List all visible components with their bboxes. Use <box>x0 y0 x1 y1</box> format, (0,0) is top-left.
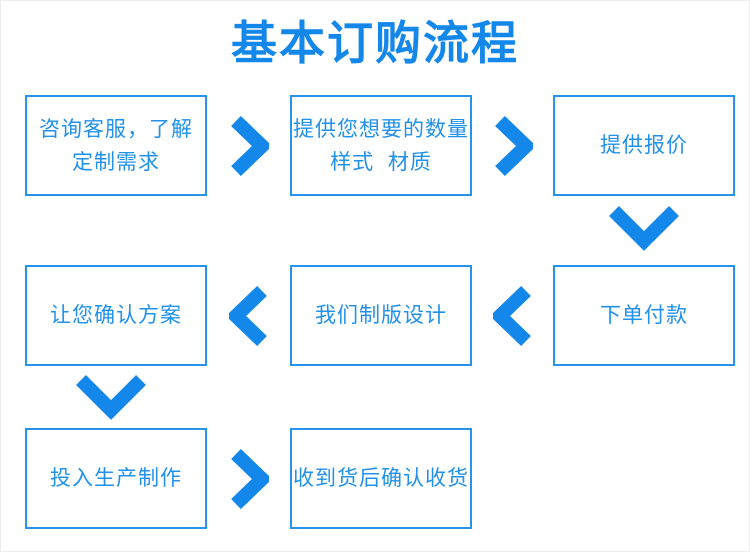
step-box-confirm-receipt: 收到货后确认收货 <box>290 428 472 529</box>
arrow-down-icon <box>75 374 147 420</box>
arrow-right-icon <box>229 449 269 509</box>
step-text: 提供报价 <box>600 134 688 157</box>
step-text: 我们制版设计 <box>315 304 447 327</box>
step-text: 下单付款 <box>600 304 688 327</box>
step-text: 提供您想要的数量 <box>293 117 469 141</box>
arrow-right-icon <box>493 116 533 176</box>
page-title: 基本订购流程 <box>231 17 519 69</box>
step-text: 定制需求 <box>72 150 160 174</box>
step-box-production: 投入生产制作 <box>25 428 207 529</box>
step-box-provide-quantity: 提供您想要的数量 样式 材质 <box>290 95 472 196</box>
step-text: 让您确认方案 <box>50 304 182 327</box>
arrow-right-icon <box>229 116 269 176</box>
arrow-left-icon <box>493 286 533 346</box>
step-box-consult-service: 咨询客服，了解 定制需求 <box>25 95 207 196</box>
arrow-down-icon <box>608 205 680 251</box>
arrow-left-icon <box>229 286 269 346</box>
step-text: 样式 材质 <box>330 150 432 174</box>
step-text: 收到货后确认收货 <box>293 467 469 490</box>
step-box-order-payment: 下单付款 <box>553 265 735 366</box>
step-box-confirm-plan: 让您确认方案 <box>25 265 207 366</box>
step-text: 投入生产制作 <box>50 467 182 490</box>
step-box-plate-design: 我们制版设计 <box>290 265 472 366</box>
step-box-provide-quote: 提供报价 <box>553 95 735 196</box>
step-text: 咨询客服，了解 <box>39 117 193 141</box>
